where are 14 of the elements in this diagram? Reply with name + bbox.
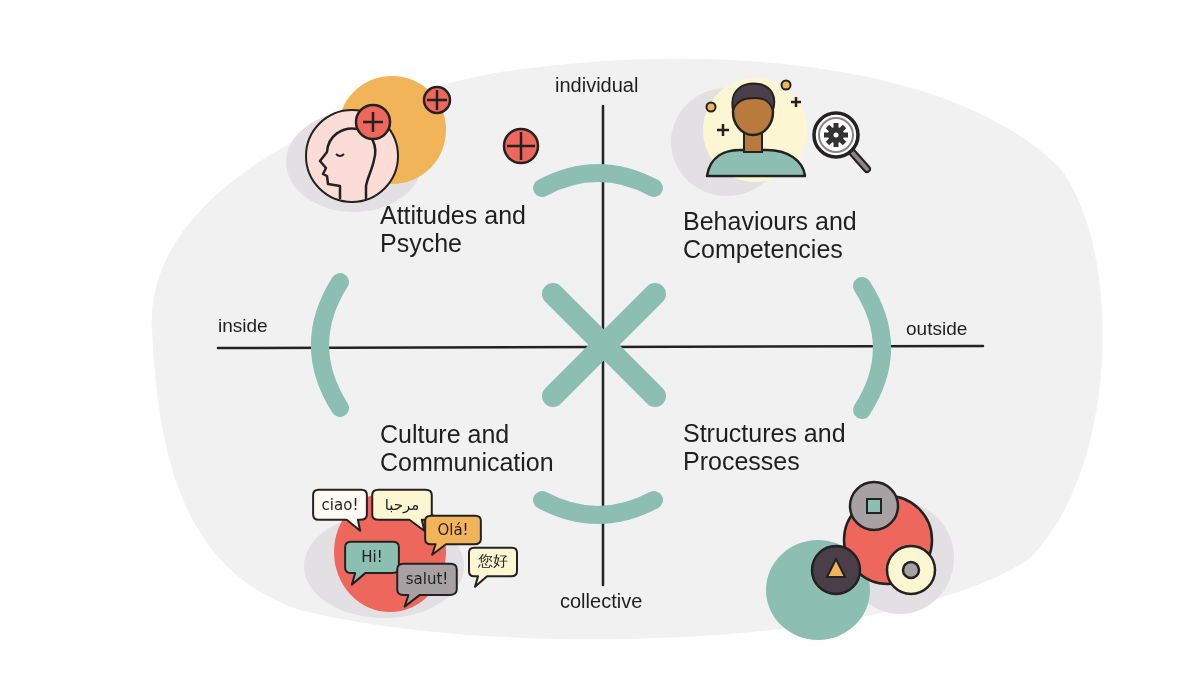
axis-label: collective [560, 590, 643, 613]
speech-bubble: مرحبا [371, 488, 433, 532]
speech-bubble: salut! [396, 562, 458, 608]
speech-bubble: 您好 [468, 546, 518, 588]
speech-bubble: Olá! [424, 514, 482, 556]
speech-bubble: Hi! [344, 540, 400, 586]
quadrant-title: Structures and Processes [683, 419, 847, 475]
speech-bubble: ciao! [312, 488, 368, 532]
quadrant-title: Behaviours and Competencies [683, 207, 858, 263]
axis-label: individual [555, 74, 639, 97]
axis-label: outside [906, 318, 968, 340]
quadrant-title: Culture and Communication [380, 420, 555, 476]
axis-label: inside [218, 315, 268, 337]
quadrant-title: Attitudes and Psyche [380, 201, 527, 257]
